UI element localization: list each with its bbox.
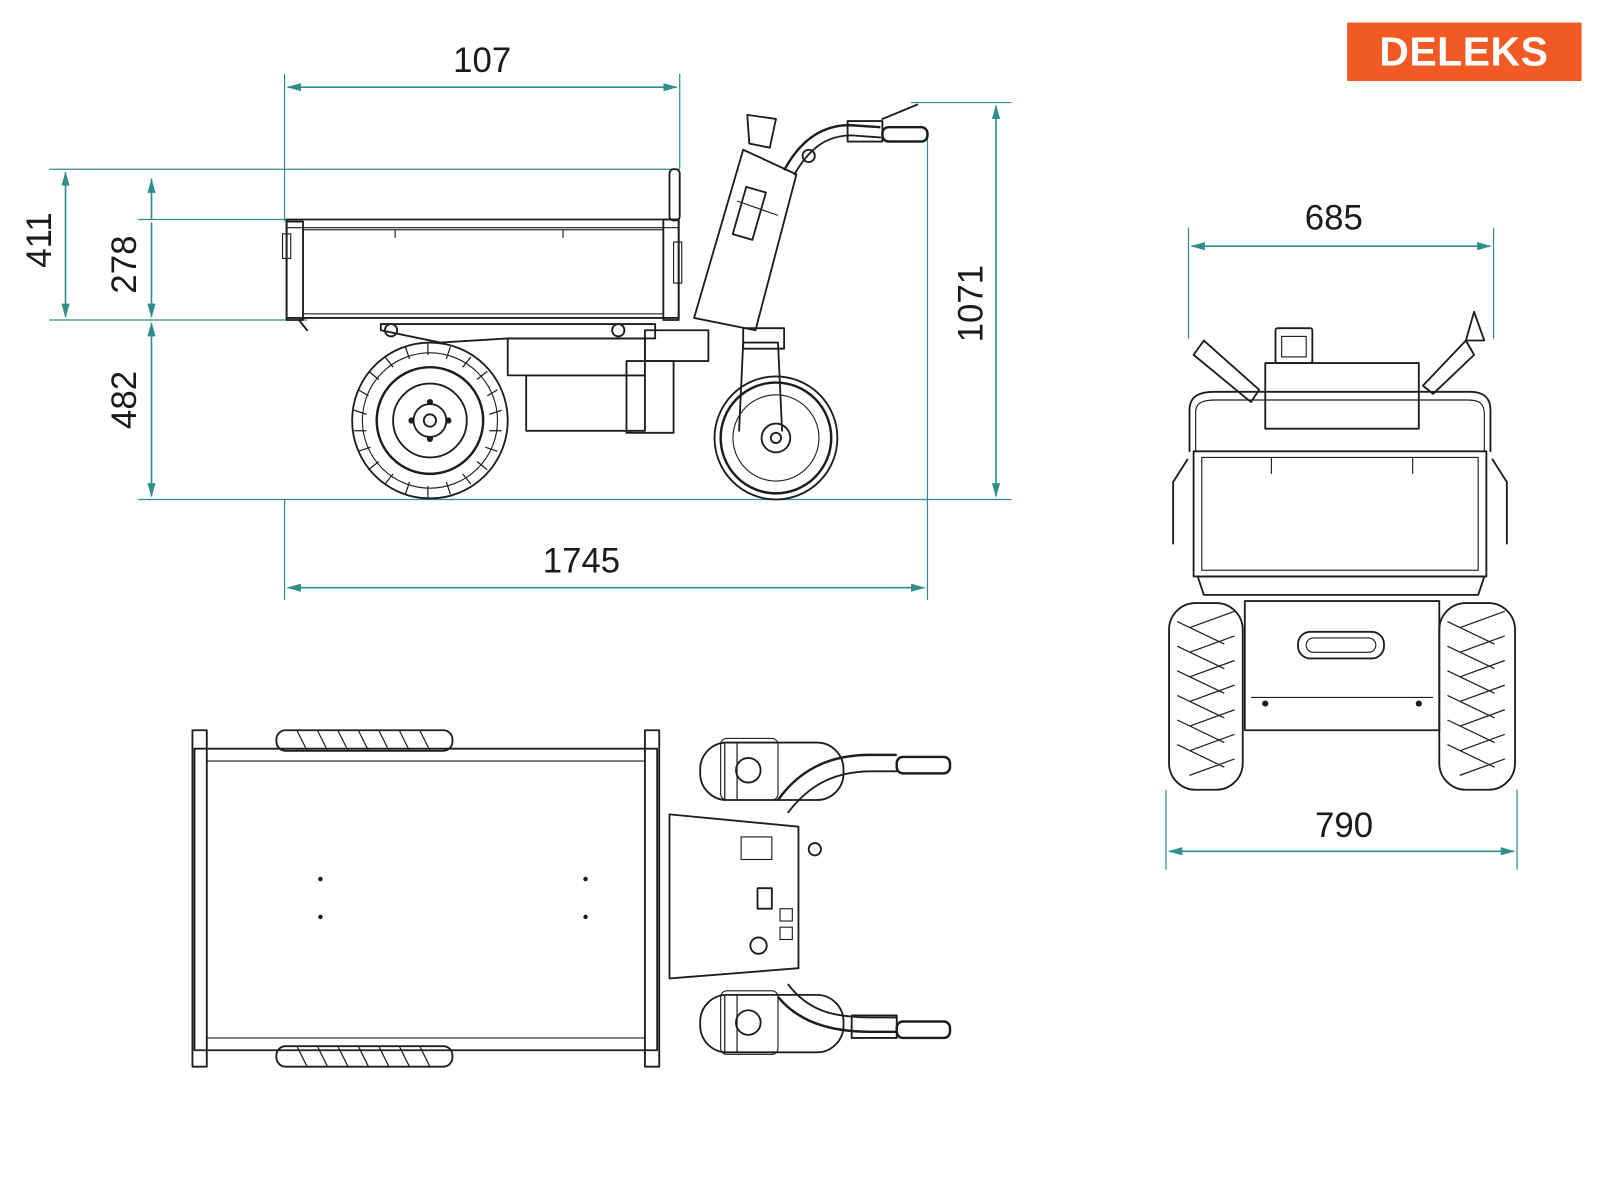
side-view-dimensions: 107 411 278 482 1071 1745 (20, 41, 1012, 600)
dim-label-1745: 1745 (543, 541, 620, 580)
front-bed (1192, 450, 1488, 578)
side-control-box (746, 113, 777, 149)
dim-arrow-278-top (147, 178, 156, 193)
top-rear-tire-lower (275, 1045, 454, 1068)
side-bed-inner (302, 229, 664, 315)
dim-label-1071: 1071 (952, 265, 991, 343)
side-front-bracket (643, 329, 710, 362)
front-handle-frame (1188, 390, 1492, 453)
side-view-drawing (281, 103, 929, 501)
front-motor-plate (1297, 630, 1385, 660)
side-battery-box (525, 374, 646, 432)
front-chassis (1196, 575, 1486, 596)
front-control-screen (1274, 327, 1314, 364)
side-bed (285, 218, 680, 319)
top-handle-grip-upper (895, 755, 952, 775)
side-bed-front-post (662, 218, 680, 321)
dim-label-790: 790 (1315, 806, 1373, 845)
side-chassis-beam (506, 337, 646, 377)
front-right-grip (1421, 339, 1476, 395)
dim-label-411: 411 (20, 212, 59, 268)
side-bed-rear-post (285, 220, 304, 321)
front-view-drawing (1168, 310, 1516, 791)
dim-label-685: 685 (1305, 199, 1363, 238)
top-bed-floor (206, 760, 646, 1039)
front-control-box (1264, 362, 1420, 430)
dim-label-482: 482 (105, 371, 144, 429)
top-bed-frame (193, 747, 659, 1052)
front-right-tire (1438, 602, 1516, 791)
top-control-panel (668, 813, 800, 980)
side-front-wheel (713, 327, 839, 501)
front-left-grip (1192, 339, 1261, 403)
side-steering-column (693, 148, 798, 332)
dim-label-top-width: 107 (453, 41, 511, 80)
top-front-caster-lower (699, 990, 845, 1055)
logo-background (1347, 22, 1582, 82)
side-rear-wheel (351, 341, 509, 500)
deleks-logo: DELEKS (1347, 22, 1582, 82)
front-motor-housing (1243, 600, 1441, 732)
top-handle-grip-lower (895, 1020, 952, 1040)
side-bed-front-handle (668, 168, 681, 222)
top-handlebar-upper (776, 753, 897, 801)
front-view-dimensions: 685 790 (1165, 199, 1518, 870)
top-handlebar-lower (777, 996, 897, 1034)
side-motor-box (625, 360, 675, 434)
top-view-drawing (191, 729, 952, 1068)
side-handle-grip (881, 125, 929, 143)
logo-text: DELEKS (1379, 29, 1548, 75)
dim-label-278: 278 (105, 236, 144, 294)
side-handlebar (783, 123, 881, 171)
top-rear-tire-upper (275, 729, 454, 752)
front-left-tire (1168, 602, 1244, 791)
top-front-caster-upper (699, 737, 845, 801)
